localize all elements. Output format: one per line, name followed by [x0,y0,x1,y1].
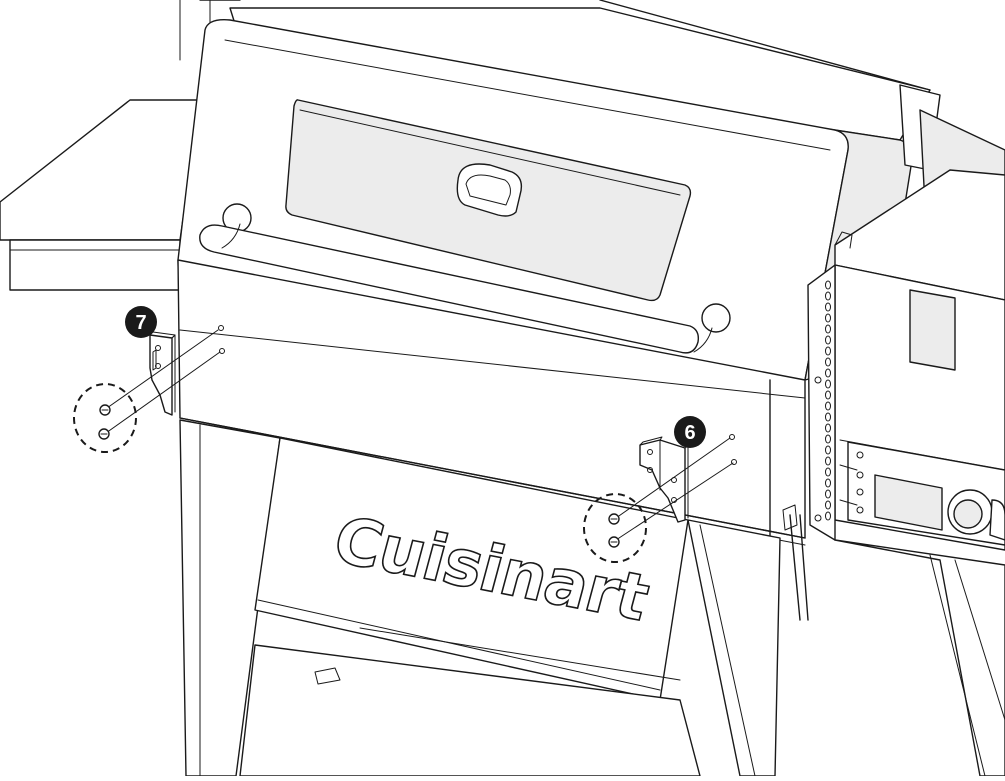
step-badge-7: 7 [125,306,157,338]
step-7-bracket-assembly: 7 [73,306,225,453]
screw-icon [608,513,620,525]
pellet-hopper [807,84,1005,777]
hood-grip [456,163,523,217]
step-number: 7 [135,312,146,334]
washer-icon [219,348,225,354]
washer-icon [218,325,224,331]
control-knob [947,489,1005,541]
washer-icon [729,434,735,440]
hardware-callout-circle [73,383,137,453]
hood-handle [199,203,731,354]
grill-cart [179,419,809,777]
left-mounting-bracket [149,331,176,416]
screw-icon [98,428,110,440]
left-side-shelf [0,0,211,291]
controller-screws [839,451,864,514]
step-badge-6: 6 [674,416,706,448]
step-6-bracket-assembly: 6 [583,416,737,563]
screw-icon [99,404,111,416]
washer-icon [731,459,737,465]
screw-icon [608,536,620,548]
step-number: 6 [684,422,695,444]
vent-slots [825,280,831,521]
hardware-callout-circle [583,493,647,563]
